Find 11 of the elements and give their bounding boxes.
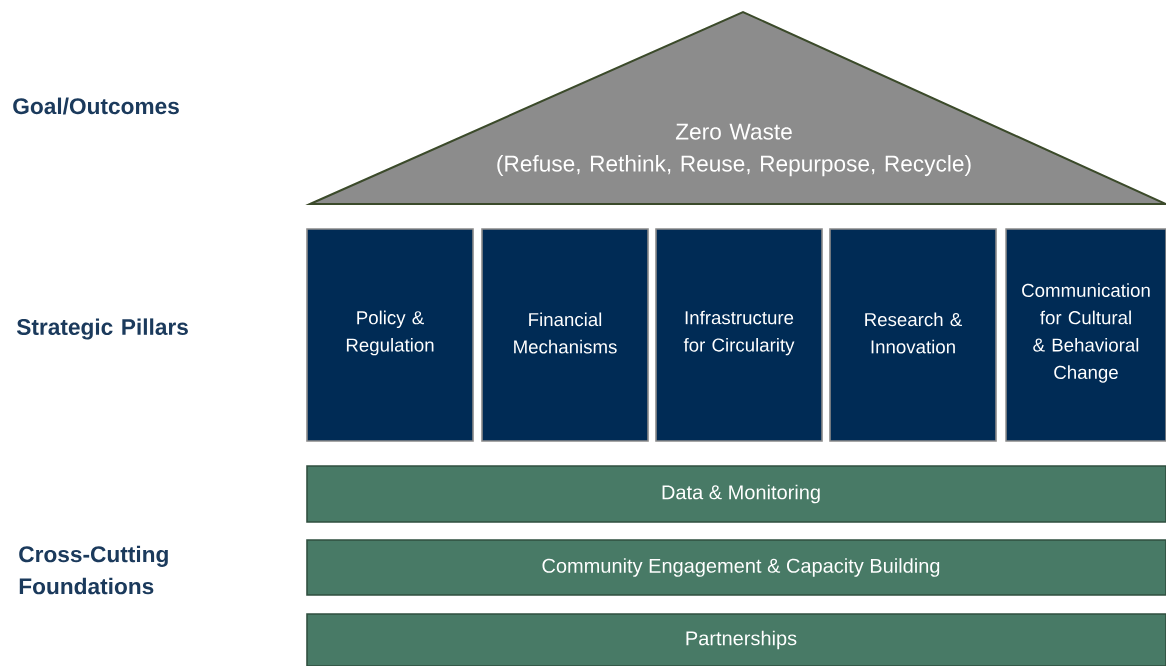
pillar-box: Financial Mechanisms (481, 228, 649, 442)
row-heading: Cross-Cutting Foundations (19, 545, 168, 595)
pillar-box: Policy & Regulation (306, 228, 474, 442)
pillar-box: Communication for Cultural & Behavioral Change (1005, 228, 1166, 442)
foundation-band: Partnerships (306, 613, 1166, 666)
foundation-band: Community Engagement & Capacity Building (306, 539, 1166, 596)
row-heading: Goal/Outcomes (13, 97, 179, 115)
foundation-band: Data & Monitoring (306, 465, 1166, 523)
pillar-box: Research & Innovation (829, 228, 997, 442)
row-heading: Strategic Pillars (16, 318, 188, 340)
pillar-box: Infrastructure for Circularity (655, 228, 823, 442)
